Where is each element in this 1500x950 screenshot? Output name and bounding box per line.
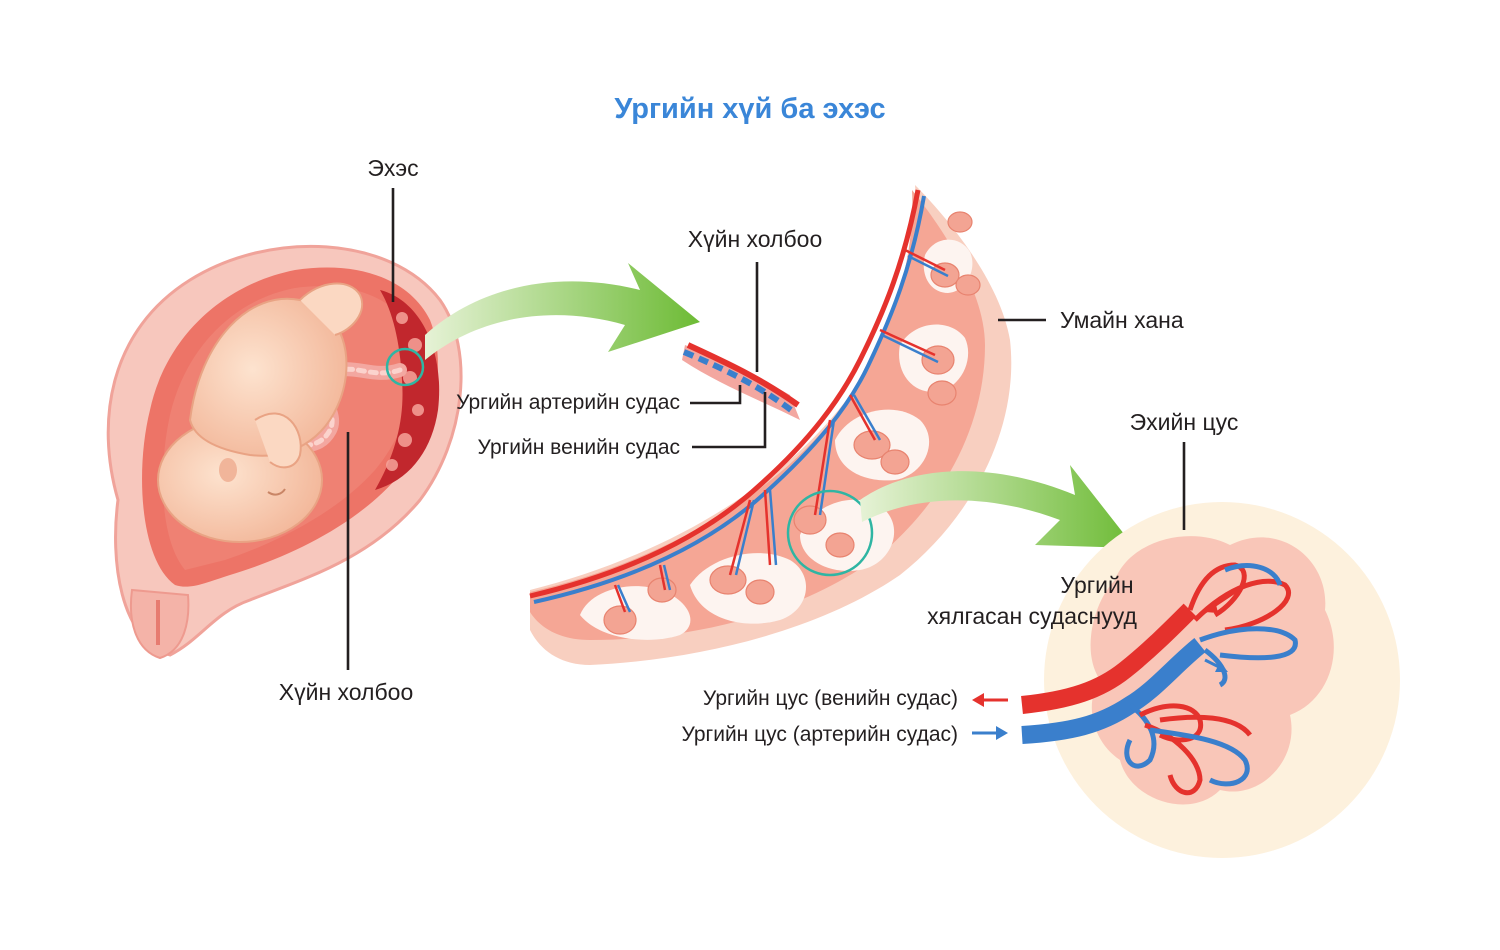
legend: Ургийн цус (венийн судас) Ургийн цус (ар…: [681, 687, 1008, 746]
zoom-circle-left: [385, 347, 425, 387]
uterus-illustration: [106, 244, 463, 660]
placenta-cross-section: [529, 185, 1012, 665]
legend-red-arrow: [972, 693, 1008, 707]
label-umbilical-vein: Ургийн венийн судас: [478, 436, 680, 459]
label-maternal-blood: Эхийн цус: [1130, 409, 1239, 435]
leader-umbilical-vein: [692, 392, 767, 449]
label-fetal-capillaries-2: хялгасан судаснууд: [927, 603, 1137, 629]
zoom-circle-mid: [786, 489, 874, 577]
label-umbilical-cord-left: Хүйн холбоо: [279, 679, 414, 705]
fetal-artery-trunk: [1021, 637, 1206, 744]
label-uterine-wall: Умайн хана: [1060, 307, 1184, 333]
capillary-detail: [1021, 502, 1400, 858]
diagram-title: Ургийн хүй ба эхэс: [614, 93, 885, 125]
label-umbilical-artery: Ургийн артерийн судас: [456, 391, 680, 414]
label-fetal-capillaries-1: Ургийн: [1060, 572, 1133, 598]
legend-artery-label: Ургийн цус (артерийн судас): [681, 723, 958, 746]
label-placenta: Эхэс: [367, 155, 418, 181]
legend-blue-arrow: [972, 726, 1008, 740]
main-vein-branch: [533, 195, 926, 604]
fetal-vein-trunk: [1021, 603, 1197, 714]
zoom-arrow-1: [425, 263, 700, 360]
placenta-left: [375, 290, 440, 490]
leader-umbilical-artery: [690, 385, 742, 405]
zoom-arrow-2: [860, 465, 1135, 548]
legend-vein-label: Ургийн цус (венийн судас): [703, 687, 958, 710]
main-artery-branch: [529, 189, 921, 599]
label-umbilical-cord-mid: Хүйн холбоо: [688, 226, 823, 252]
umbilical-cord-mid: [682, 345, 800, 420]
fetus: [157, 282, 363, 543]
